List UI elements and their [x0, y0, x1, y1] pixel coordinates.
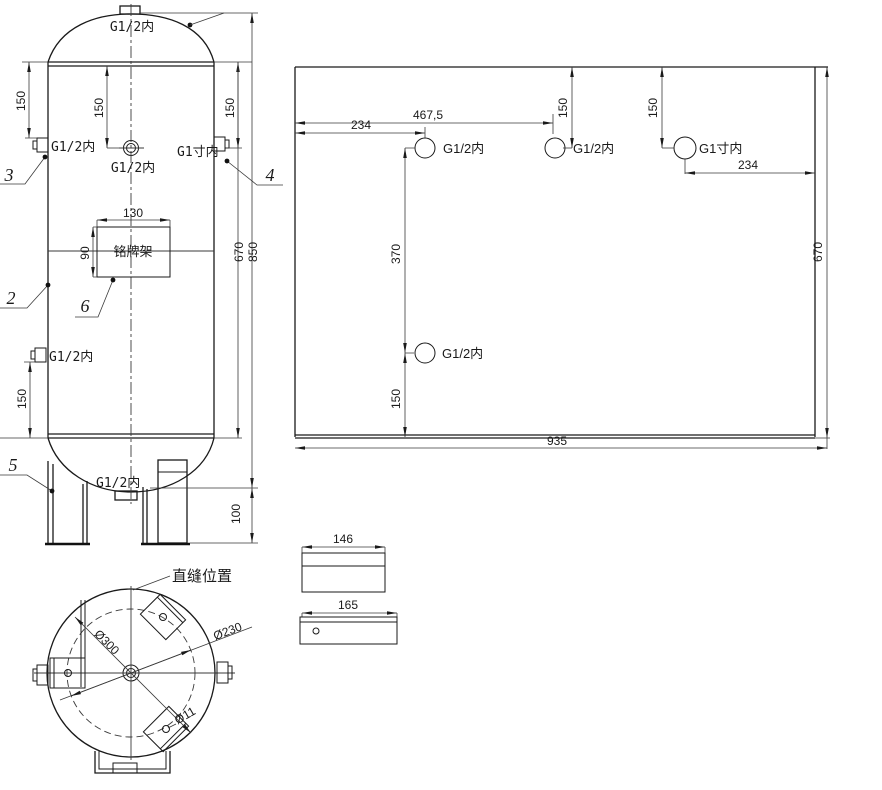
right-nozzle-cap — [224, 139, 230, 149]
hole-1 — [414, 137, 436, 159]
hole-3-label: G1寸内 — [699, 141, 742, 156]
topview-right-stub — [216, 661, 229, 684]
callout-2: 2 — [7, 288, 16, 308]
detail-part-b — [299, 616, 398, 645]
top-nozzle-label: G1/2内 — [110, 19, 154, 35]
front-view: 铭牌架 G1/2内 G1/2内 G1/2内 G1寸内 G1/2内 G1/2内 1… — [0, 4, 283, 546]
callout-5: 5 — [9, 455, 18, 475]
development-outline — [294, 66, 828, 437]
dim-850: 850 — [246, 242, 260, 262]
dim-234-top: 234 — [351, 118, 371, 132]
leg-west — [49, 600, 86, 689]
front-view-dimensions: 150 150 150 150 670 850 100 — [0, 12, 260, 544]
dim-dia-230: Ø230 — [211, 619, 244, 643]
development-dimensions: 467,5 234 150 150 234 370 150 — [295, 67, 829, 450]
lower-left-nozzle-cap — [30, 350, 36, 360]
topview-left-cap — [32, 668, 38, 682]
front-view-callouts: 3 4 2 6 5 — [0, 154, 283, 494]
left-nozzle-stub — [36, 137, 49, 153]
dim-130: 130 — [123, 206, 143, 220]
leg-northeast — [139, 593, 187, 641]
dim-100: 100 — [229, 504, 243, 524]
callout-3: 3 — [4, 165, 14, 185]
hole-3 — [673, 136, 697, 160]
dim-670-front: 670 — [232, 242, 246, 262]
right-leg-front — [142, 487, 148, 543]
lower-left-nozzle-label: G1/2内 — [49, 349, 93, 365]
hole-4-label: G1/2内 — [442, 346, 483, 361]
dim-146: 146 — [333, 532, 353, 546]
detail-part-b-hole — [312, 627, 320, 635]
dim-150-left: 150 — [14, 91, 28, 111]
dim-150-lower: 150 — [15, 389, 29, 409]
bottom-nozzle-stub — [114, 490, 138, 501]
center-nozzle-label: G1/2内 — [111, 160, 155, 176]
hole-2-label: G1/2内 — [573, 141, 614, 156]
dim-670-dev: 670 — [811, 242, 825, 262]
topview-left-stub — [36, 664, 49, 686]
dim-150-right: 150 — [223, 98, 237, 118]
hole-2 — [544, 137, 566, 159]
seam-leader — [132, 575, 171, 591]
dim-150-b: 150 — [646, 98, 660, 118]
callout-4: 4 — [266, 165, 275, 185]
dim-467-5: 467,5 — [413, 108, 443, 122]
bottom-nozzle-label: G1/2内 — [96, 475, 140, 491]
detail-part-a — [301, 552, 386, 593]
dim-165: 165 — [338, 598, 358, 612]
dim-370: 370 — [389, 244, 403, 264]
seam-position-label: 直缝位置 — [172, 567, 232, 585]
dim-dia-300: Ø300 — [91, 627, 122, 658]
left-nozzle-label: G1/2内 — [51, 139, 95, 155]
dim-234-right: 234 — [738, 158, 758, 172]
detail-parts: 146 165 — [299, 532, 398, 645]
development-view: G1/2内 G1/2内 G1寸内 G1/2内 467,5 234 150 150… — [294, 66, 830, 450]
left-leg — [47, 461, 88, 543]
dim-935: 935 — [547, 434, 567, 448]
dim-150-center: 150 — [92, 98, 106, 118]
dim-150-a: 150 — [556, 98, 570, 118]
topview-right-cap — [227, 665, 233, 680]
right-nozzle-label: G1寸内 — [177, 144, 219, 160]
nameplate-label: 铭牌架 — [113, 244, 152, 260]
callout-6: 6 — [81, 296, 90, 316]
hole-4 — [414, 342, 436, 364]
dim-90: 90 — [78, 246, 92, 260]
top-nozzle-stub — [119, 5, 141, 15]
top-view: Ø300 Ø230 Ø11 直缝位置 — [32, 567, 253, 774]
dim-150-dev-lower: 150 — [389, 389, 403, 409]
dia-300-line — [74, 616, 192, 734]
nameplate-rect — [96, 226, 171, 278]
left-nozzle-cap — [32, 140, 38, 150]
lower-left-nozzle-stub — [34, 347, 47, 363]
leg-south — [94, 751, 171, 774]
hole-1-label: G1/2内 — [443, 141, 484, 156]
